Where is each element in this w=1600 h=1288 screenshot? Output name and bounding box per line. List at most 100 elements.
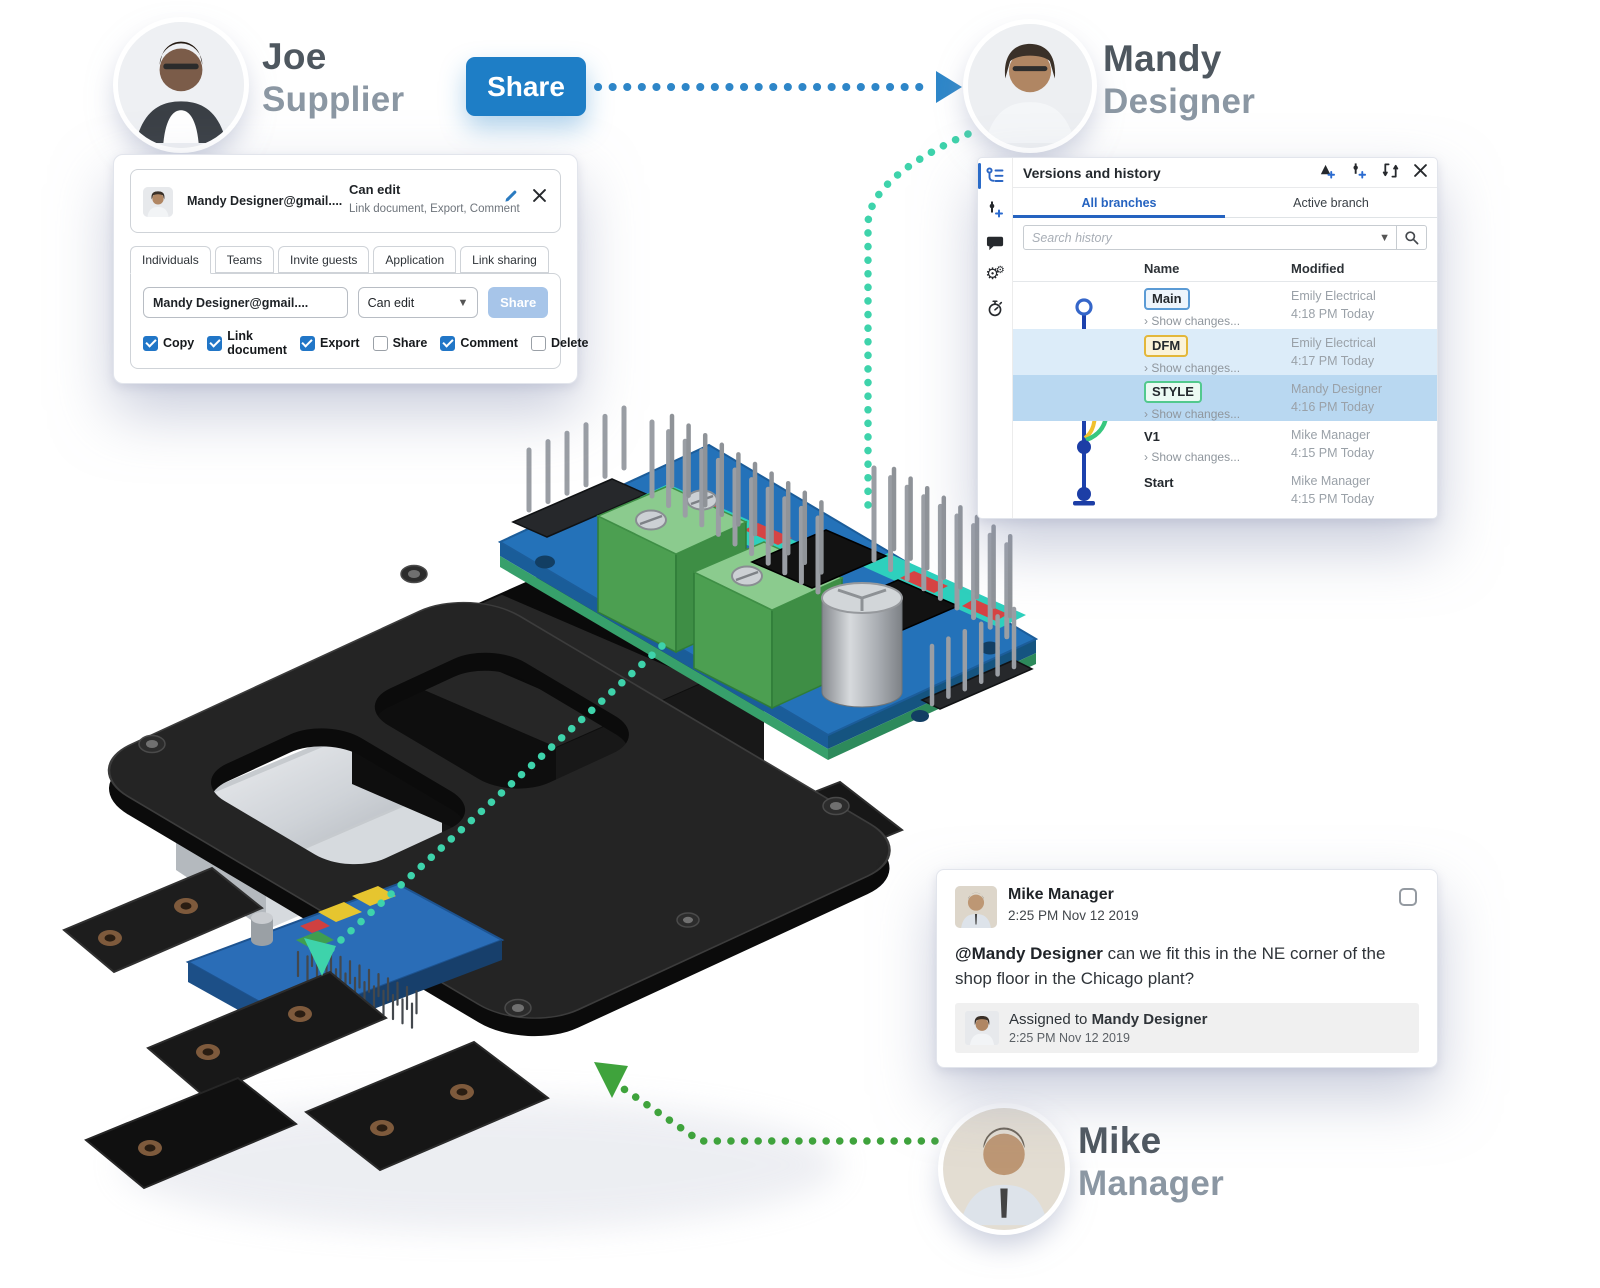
edit-pencil-icon[interactable] [504, 188, 519, 208]
teal-connector-panel-to-pcb [864, 130, 972, 512]
pin-header-base-teal [640, 484, 840, 574]
modified-time: 4:15 PM Today [1291, 445, 1375, 460]
perm-delete[interactable]: Delete [530, 329, 589, 357]
stopwatch-icon[interactable] [984, 297, 1006, 319]
mike-thumb-avatar [955, 886, 997, 928]
show-changes-link[interactable]: Show changes... [1144, 314, 1240, 328]
checkbox-checked-icon[interactable] [207, 335, 223, 351]
perm-label: Share [392, 336, 428, 350]
perm-label: Delete [550, 336, 589, 350]
chassis-frame [62, 564, 904, 1190]
comment-icon[interactable] [984, 231, 1006, 253]
modified-author: Mike Manager [1291, 428, 1371, 442]
tab-teams[interactable]: Teams [214, 246, 275, 273]
version-badge-style[interactable]: STYLE [1144, 381, 1202, 403]
comment-text: can we fit this in the NE corner of the … [955, 944, 1386, 988]
resolve-checkbox[interactable] [1399, 888, 1417, 906]
tab-individuals[interactable]: Individuals [130, 246, 211, 274]
modified-cell: Mike Manager 4:15 PM Today [1291, 473, 1374, 508]
share-entry-permission-details: Link document, Export, Comment [349, 203, 520, 215]
tab-invite-guests[interactable]: Invite guests [278, 246, 370, 273]
show-changes-link[interactable]: Show changes... [1144, 450, 1240, 464]
perm-comment[interactable]: Comment [440, 329, 518, 357]
comment-card: Mike Manager 2:25 PM Nov 12 2019 @Mandy … [936, 869, 1438, 1069]
versions-tree-icon[interactable] [984, 165, 1006, 187]
version-rows: Main Show changes... Emily Electrical 4:… [1013, 282, 1437, 518]
gears-icon[interactable]: ⚙⚙ [985, 264, 1005, 283]
chevron-down-icon[interactable]: ▼ [1379, 231, 1390, 244]
checkbox-unchecked-icon[interactable] [372, 335, 388, 351]
mandy-thumb-avatar [143, 187, 173, 217]
create-branch-icon[interactable] [984, 198, 1006, 220]
permission-select[interactable]: Can edit ▼ [357, 287, 479, 318]
model-ground-shadow [120, 1099, 840, 1231]
modified-time: 4:15 PM Today [1291, 491, 1375, 506]
transformer-block [349, 566, 767, 872]
modified-author: Emily Electrical [1291, 289, 1376, 303]
compare-icon[interactable] [1382, 162, 1399, 184]
terminal-block-1 [596, 485, 748, 654]
tab-active-branch[interactable]: Active branch [1293, 195, 1369, 210]
checkbox-unchecked-icon[interactable] [530, 335, 546, 351]
pin-header-base [511, 478, 648, 538]
avatar-joe [118, 22, 244, 148]
active-tool-indicator [978, 163, 981, 189]
version-badge-dfm[interactable]: DFM [1144, 335, 1189, 357]
version-badge-main[interactable]: Main [1144, 288, 1190, 310]
checkbox-checked-icon[interactable] [440, 335, 456, 351]
tab-all-branches[interactable]: All branches [1013, 188, 1225, 218]
comment-timestamp: 2:25 PM Nov 12 2019 [1008, 908, 1139, 923]
branch-tabs: All branches Active branch [1013, 188, 1437, 218]
perm-export[interactable]: Export [299, 329, 360, 357]
share-dialog-tabs: Individuals Teams Invite guests Applicat… [130, 246, 561, 274]
perm-label: Export [319, 336, 360, 350]
search-input[interactable] [1024, 230, 1374, 245]
close-icon[interactable] [533, 189, 546, 207]
create-branch-icon[interactable] [1350, 162, 1367, 184]
perm-label: Comment [460, 336, 518, 350]
modified-cell: Mike Manager 4:15 PM Today [1291, 427, 1374, 462]
version-row-style[interactable]: STYLE Show changes... Mandy Designer 4:1… [1013, 375, 1437, 421]
modified-author: Emily Electrical [1291, 336, 1376, 350]
version-row-start[interactable]: Start Mike Manager 4:15 PM Today [1013, 467, 1437, 513]
mandy-role: Designer [1103, 82, 1256, 122]
perm-link-document[interactable]: Link document [207, 329, 287, 357]
version-row-main[interactable]: Main Show changes... Emily Electrical 4:… [1013, 282, 1437, 329]
modified-cell: Emily Electrical 4:17 PM Today [1291, 335, 1376, 370]
comment-author: Mike Manager [1008, 886, 1114, 903]
share-cta-button[interactable]: Share [466, 57, 586, 116]
green-connector-chassis-to-mike [594, 1062, 939, 1145]
avatar-mandy [968, 24, 1092, 148]
version-name-start[interactable]: Start [1144, 475, 1174, 490]
checkbox-checked-icon[interactable] [143, 335, 158, 351]
modified-time: 4:16 PM Today [1291, 399, 1375, 414]
version-row-v1[interactable]: V1 Show changes... Mike Manager 4:15 PM … [1013, 421, 1437, 467]
capacitor [821, 582, 903, 708]
checkbox-checked-icon[interactable] [299, 335, 315, 351]
create-version-icon[interactable] [1318, 162, 1335, 184]
perm-share[interactable]: Share [372, 329, 428, 357]
close-icon[interactable] [1414, 163, 1427, 182]
tab-application[interactable]: Application [373, 246, 457, 273]
share-dialog-body: Can edit ▼ Share Copy Link document Expo… [130, 273, 589, 369]
permission-select-value: Can edit [367, 295, 415, 310]
assignee-name: Mandy Designer [1091, 1011, 1208, 1029]
modified-cell: Emily Electrical 4:18 PM Today [1291, 288, 1376, 323]
silver-enclosure [173, 729, 445, 930]
perm-label: Link document [227, 329, 287, 357]
modified-cell: Mandy Designer 4:16 PM Today [1291, 381, 1382, 416]
terminal-block-2 [692, 541, 844, 710]
search-history-field[interactable]: ▼ [1023, 225, 1427, 250]
invite-input[interactable] [143, 287, 348, 318]
versions-panel: ⚙⚙ Versions and history [977, 157, 1438, 519]
mention-mandy[interactable]: @Mandy Designer [955, 944, 1103, 963]
version-name-v1[interactable]: V1 [1144, 429, 1160, 444]
show-changes-link[interactable]: Show changes... [1144, 361, 1240, 375]
perm-copy[interactable]: Copy [143, 329, 194, 357]
chassis-arms [62, 866, 550, 1190]
search-icon[interactable] [1396, 226, 1426, 249]
show-changes-link[interactable]: Show changes... [1144, 407, 1240, 421]
version-row-dfm[interactable]: DFM Show changes... Emily Electrical 4:1… [1013, 329, 1437, 375]
tab-link-sharing[interactable]: Link sharing [460, 246, 549, 273]
dialog-share-button[interactable]: Share [488, 287, 548, 318]
